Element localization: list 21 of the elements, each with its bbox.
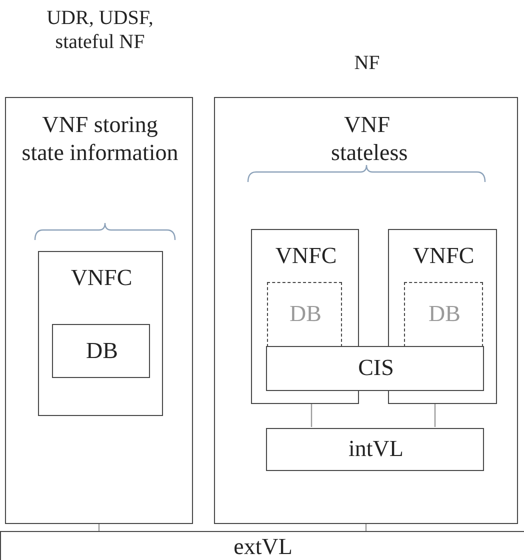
connector-line — [98, 524, 100, 531]
group-heading: UDR, UDSF, stateful NF — [46, 6, 154, 55]
group-heading: NF — [353, 51, 381, 76]
box-label: VNFC — [274, 242, 338, 270]
connector-line — [434, 403, 436, 427]
box-label: CIS — [357, 354, 395, 382]
box-label: extVL — [232, 533, 294, 560]
component-box — [38, 251, 163, 416]
link-box — [266, 428, 484, 471]
box-label: VNFC — [412, 242, 476, 270]
interface-box — [266, 346, 484, 391]
link-box — [0, 531, 524, 560]
database-box — [52, 324, 150, 378]
box-label: DB — [288, 300, 322, 328]
box-label: DB — [428, 300, 462, 328]
box-label: VNFC — [70, 264, 134, 292]
box-label: intVL — [348, 435, 404, 463]
box-label: VNF storing state information — [21, 111, 179, 168]
box-label: DB — [85, 337, 119, 365]
connector-line — [365, 524, 367, 531]
connector-line — [310, 403, 312, 427]
